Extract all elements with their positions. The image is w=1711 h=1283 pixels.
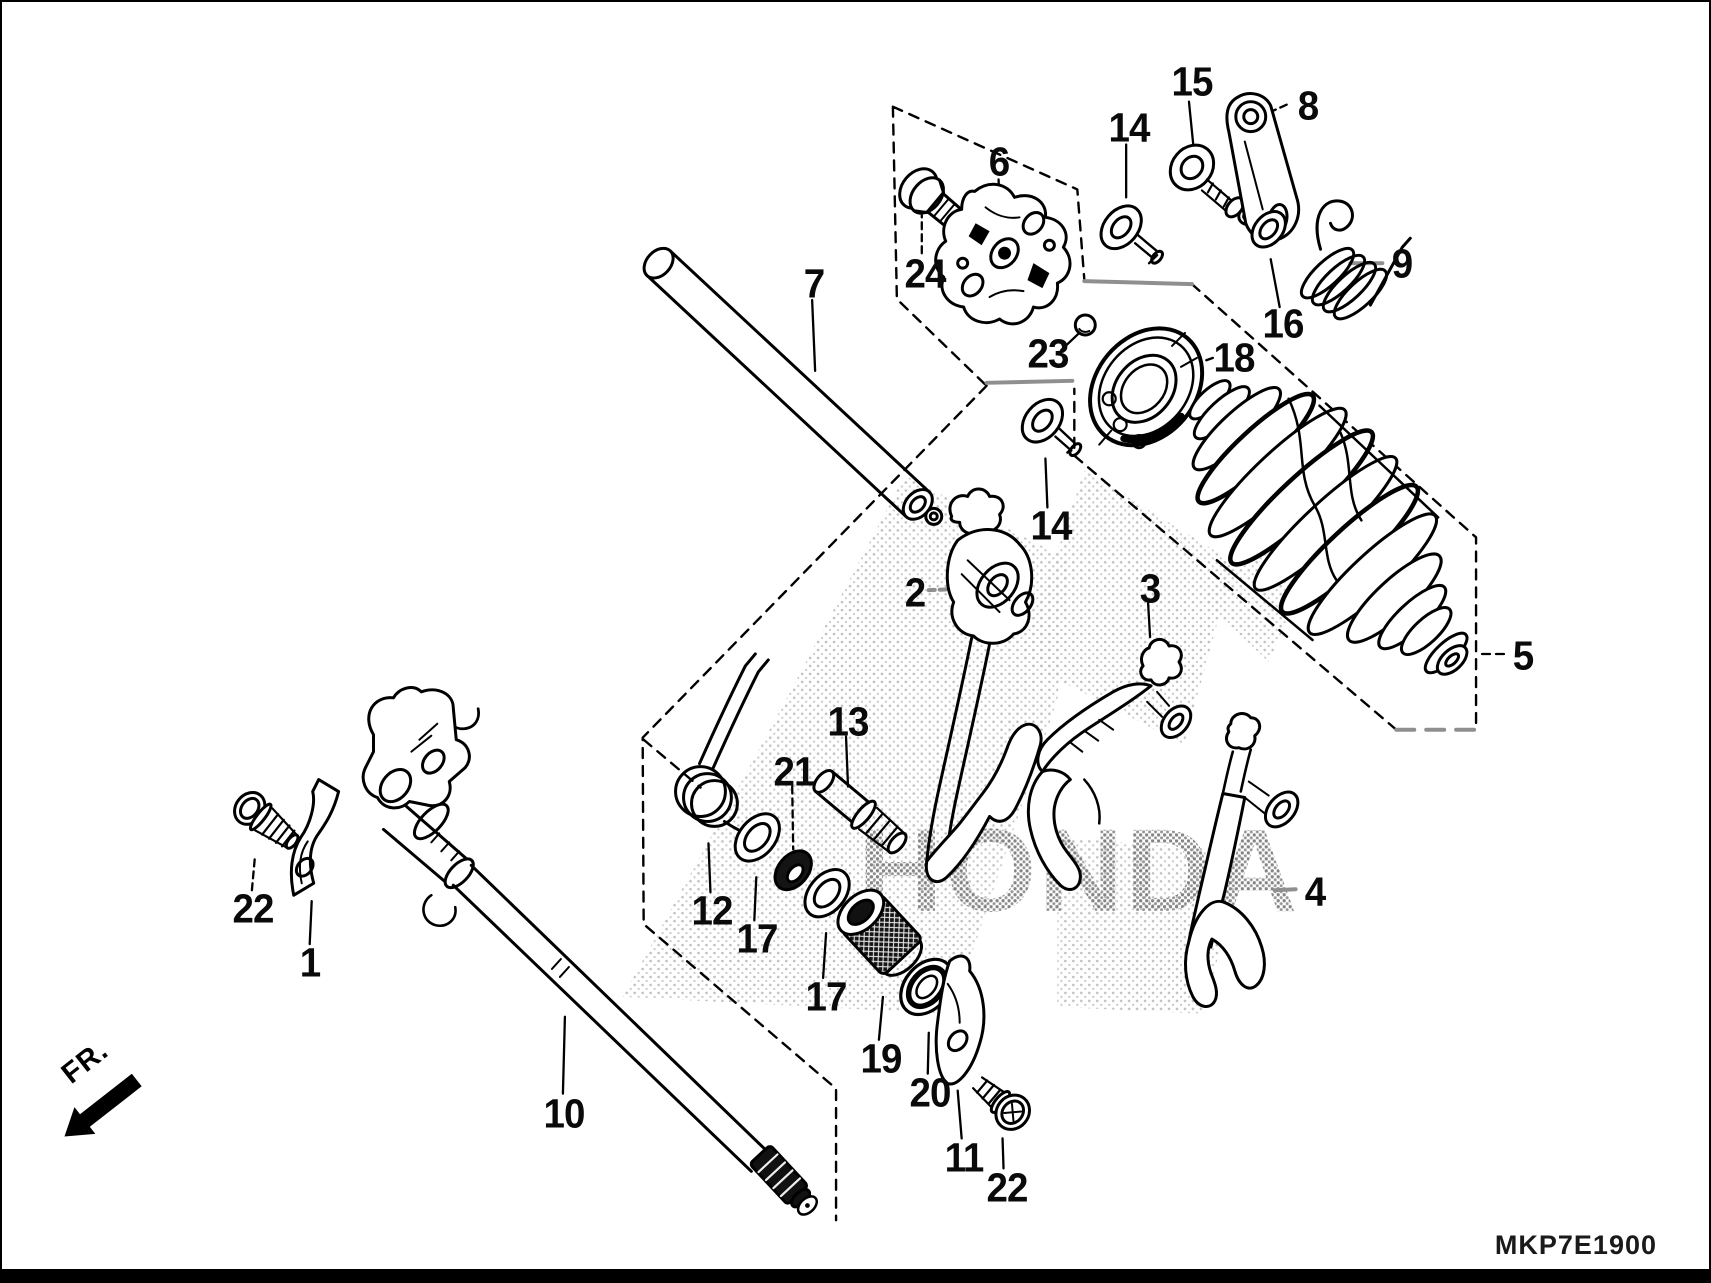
leader-10 (561, 1015, 567, 1095)
leader-14b (1044, 457, 1049, 509)
callout-14b: 14 (1030, 502, 1073, 549)
callout-16: 16 (1262, 300, 1305, 347)
part-22b-bolt (971, 1076, 1031, 1131)
leader-12 (707, 842, 712, 894)
group-box-cam-bolt (891, 105, 1086, 387)
callout-9: 9 (1391, 240, 1413, 287)
leader-21 (791, 785, 795, 851)
leader-16 (1269, 258, 1281, 309)
part-6-cam-plate (934, 182, 1072, 326)
part-10-gearshift-spindle (361, 686, 819, 1216)
callout-4: 4 (1304, 868, 1326, 915)
leader-22a (250, 856, 257, 892)
part-16-washer (1250, 210, 1287, 249)
callout-22a: 22 (232, 885, 275, 932)
callout-1: 1 (299, 939, 321, 986)
part-13-stopper-pin (812, 769, 908, 855)
callout-24: 24 (904, 250, 947, 297)
leader-20 (926, 1031, 930, 1075)
part-14b-washer-screw (1020, 397, 1083, 458)
part-21-spring-washer (773, 849, 813, 892)
leader-17a (753, 876, 758, 922)
part-12-torsion-spring (674, 652, 770, 839)
leader-1 (308, 900, 313, 946)
leader-11 (956, 1089, 963, 1140)
callout-7: 7 (803, 260, 825, 307)
callout-21: 21 (773, 748, 816, 795)
part-3-shift-fork-lower (1026, 638, 1193, 891)
callout-14a: 14 (1108, 104, 1151, 151)
callout-6: 6 (988, 138, 1010, 185)
callout-5: 5 (1512, 632, 1534, 679)
part-14a-washer-screw (1099, 204, 1164, 265)
leader-13 (844, 735, 850, 788)
part-23-ball (1073, 313, 1097, 337)
leader-22b (1001, 1137, 1005, 1170)
part-1-joint-plate (289, 778, 341, 897)
leader-7 (810, 298, 817, 372)
leader-23 (1060, 331, 1081, 352)
part-22a-bolt (233, 791, 300, 850)
part-5-gearshift-drum (1188, 379, 1469, 676)
group-box-gray-segments (984, 279, 1477, 732)
part-4-shift-fork-right (1183, 712, 1300, 1008)
part-9-return-spring (1299, 199, 1412, 321)
callout-15: 15 (1171, 58, 1214, 105)
callout-11: 11 (944, 1134, 985, 1181)
part-11-stopper-plate (934, 954, 986, 1086)
callout-18: 18 (1213, 334, 1256, 381)
callout-10: 10 (543, 1090, 586, 1137)
callout-3: 3 (1139, 565, 1161, 612)
bottom-border-bar (2, 1269, 1709, 1281)
callout-8: 8 (1297, 82, 1319, 129)
leader-17b (821, 931, 828, 980)
leader-19 (877, 995, 885, 1041)
callout-22b: 22 (986, 1164, 1029, 1211)
part-18-ball-bearing (1088, 326, 1205, 450)
leader-8 (1247, 103, 1288, 123)
part-7-fork-shaft (642, 246, 944, 526)
diagram-code: MKP7E1900 (1494, 1230, 1657, 1260)
leader-4 (1272, 887, 1298, 893)
callout-19: 19 (860, 1035, 903, 1082)
part-8-shift-arm-link (1225, 92, 1301, 243)
part-2-shift-fork-center (924, 487, 1043, 883)
callout-13: 13 (827, 698, 870, 745)
leader-3 (1146, 601, 1152, 639)
callout-20: 20 (909, 1069, 952, 1116)
callout-23: 23 (1027, 330, 1070, 377)
callout-12: 12 (691, 887, 734, 934)
part-17a-washer (733, 812, 781, 863)
callout-17b: 17 (805, 973, 848, 1020)
fr-direction-arrow (64, 1073, 142, 1137)
part-19-bushing (836, 888, 924, 977)
callout-2: 2 (904, 569, 926, 616)
callout-17a: 17 (736, 915, 779, 962)
part-17b-washer (803, 868, 851, 919)
